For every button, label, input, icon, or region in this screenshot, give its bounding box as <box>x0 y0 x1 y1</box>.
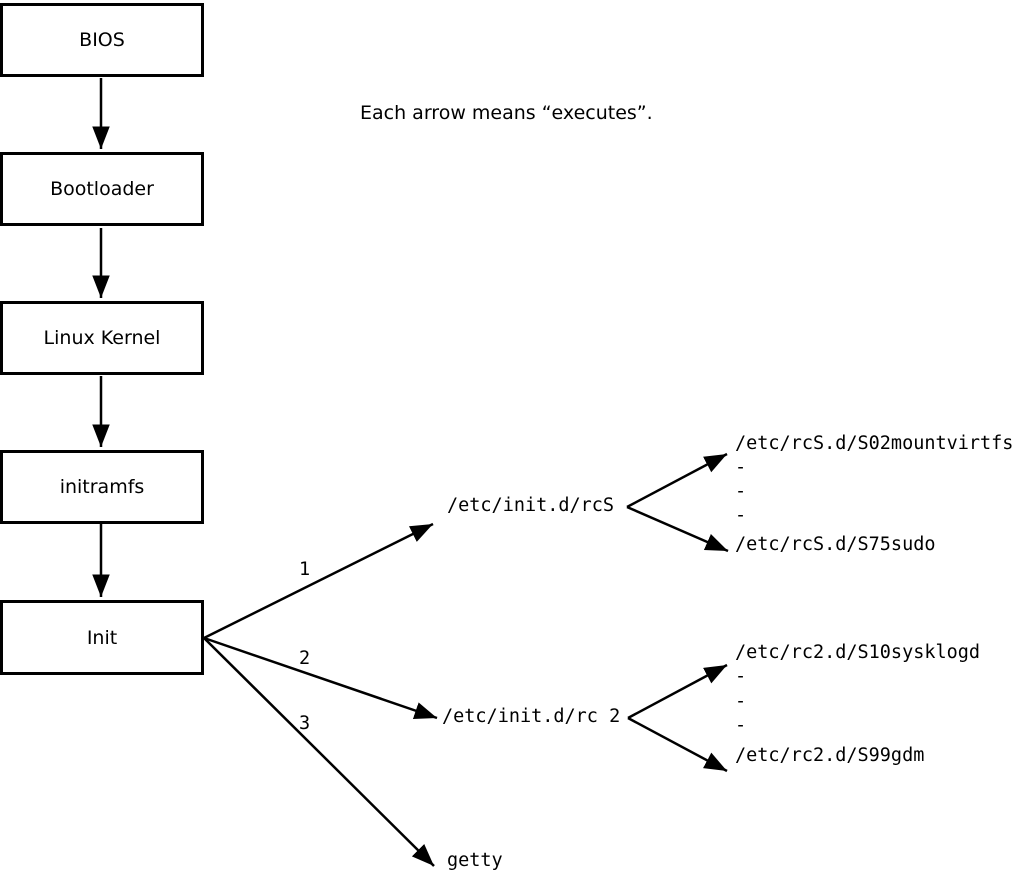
arrow-init-to-rc2-icon <box>203 636 438 720</box>
target-rc2-label: /etc/init.d/rc 2 <box>442 706 621 727</box>
rcs-script-ellipsis-dash: - <box>735 457 747 478</box>
branch-number-3: 3 <box>299 713 311 734</box>
node-initramfs-label: initramfs <box>59 476 145 498</box>
branch-number-2: 2 <box>299 648 311 669</box>
rcs-script-ellipsis-dash: - <box>735 505 747 526</box>
rc2-script-ellipsis-dash: - <box>735 691 747 712</box>
rc2-script-s99gdm: /etc/rc2.d/S99gdm <box>735 745 925 766</box>
arrow-rc2-to-s10sysklogd-icon <box>627 663 728 720</box>
rc2-script-s10sysklogd: /etc/rc2.d/S10sysklogd <box>735 642 981 663</box>
arrow-rcs-to-s02mountvirtfs-icon <box>626 452 728 509</box>
rc2-script-ellipsis-dash: - <box>735 666 747 687</box>
node-init: Init <box>0 600 204 675</box>
node-bios-label: BIOS <box>79 29 125 51</box>
arrow-rc2-to-s99gdm-icon <box>627 716 728 773</box>
arrow-init-to-getty-icon <box>203 637 435 867</box>
node-bios: BIOS <box>0 3 204 77</box>
node-linux-kernel: Linux Kernel <box>0 301 204 375</box>
arrow-rcs-to-s75sudo-icon <box>626 505 729 553</box>
rcs-script-ellipsis-dash: - <box>735 481 747 502</box>
target-rcs-label: /etc/init.d/rcS <box>447 495 615 516</box>
rc2-script-ellipsis-dash: - <box>735 715 747 736</box>
target-getty-label: getty <box>447 850 503 871</box>
arrow-init-to-rcs-icon <box>203 522 434 640</box>
diagram-note: Each arrow means “executes”. <box>360 102 653 124</box>
rcs-script-s75sudo: /etc/rcS.d/S75sudo <box>735 534 936 555</box>
branch-number-1: 1 <box>299 559 311 580</box>
rcs-script-s02mountvirtfs: /etc/rcS.d/S02mountvirtfs <box>735 433 1014 454</box>
node-bootloader: Bootloader <box>0 152 204 226</box>
node-bootloader-label: Bootloader <box>50 178 154 200</box>
node-linux-kernel-label: Linux Kernel <box>43 327 161 349</box>
node-initramfs: initramfs <box>0 450 204 524</box>
node-init-label: Init <box>86 626 118 649</box>
